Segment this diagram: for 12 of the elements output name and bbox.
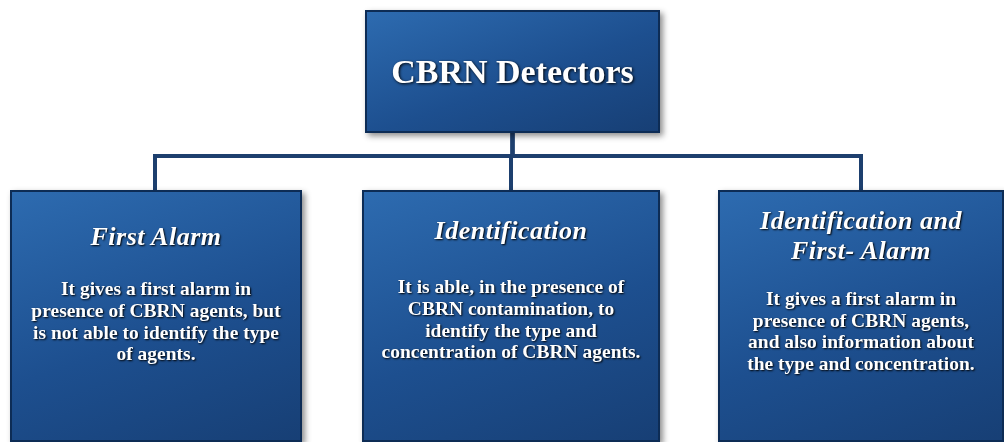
category-heading: Identification <box>433 216 589 246</box>
category-box <box>362 190 660 442</box>
title-box <box>365 10 660 133</box>
category-description: It gives a first alarm in presence of CBRN agents, and also information about the type and concentration. <box>746 287 976 376</box>
category-heading: First Alarm <box>89 222 223 252</box>
category-description: It is able, in the presence of CBRN contamination, to identify the type and concentration of CBRN agents. <box>380 275 642 364</box>
category-description: It gives a first alarm in presence of CBRN agents, but is not able to identify the type of agents. <box>31 277 281 366</box>
category-box <box>718 190 1004 442</box>
category-box <box>10 190 302 442</box>
title-text: CBRN Detectors <box>391 52 634 91</box>
category-heading: Identification and First- Alarm <box>758 206 963 266</box>
connector-line <box>510 133 863 190</box>
